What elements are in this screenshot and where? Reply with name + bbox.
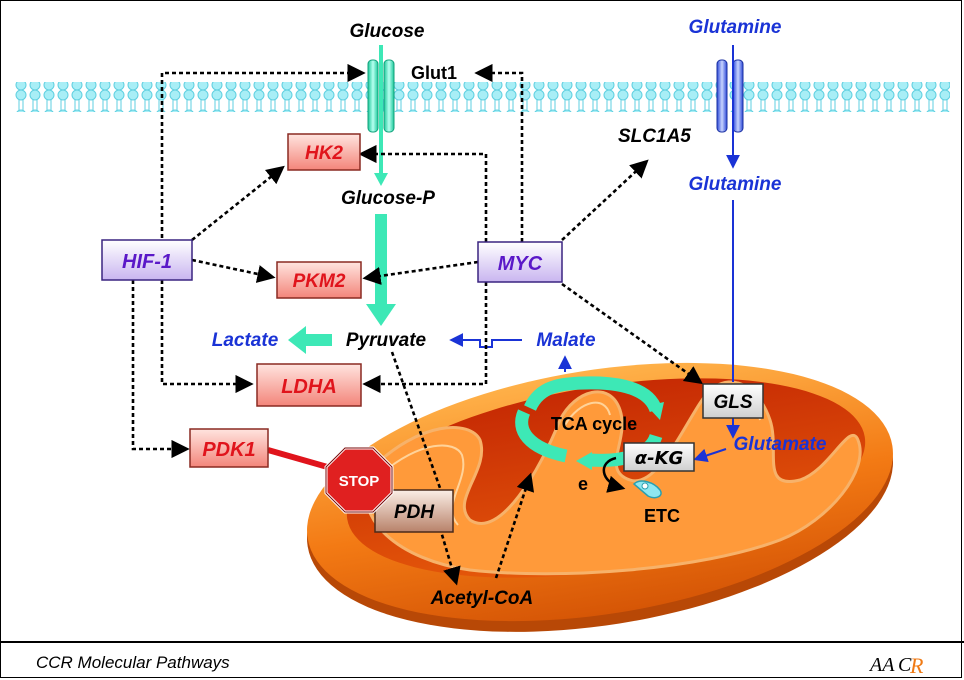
glutamine-mid-label: Glutamine — [689, 174, 782, 195]
ldha-text: LDHA — [281, 376, 337, 398]
electron-arrow — [602, 456, 626, 493]
plasma-membrane — [14, 82, 950, 112]
glut1-channel — [367, 59, 395, 133]
alpha-kg-text: α-KG — [635, 448, 684, 469]
stop-text: STOP — [339, 473, 380, 490]
tca-cycle-arrows — [515, 376, 664, 470]
etc-icon — [632, 480, 662, 499]
hk2-text: HK2 — [305, 143, 343, 164]
journal-caption: CCR Molecular Pathways — [36, 653, 230, 672]
pdk1-box — [189, 428, 269, 468]
glucose-label: Glucose — [350, 21, 425, 42]
hif1-box — [101, 239, 193, 281]
myc-text: MYC — [498, 253, 543, 275]
lactate-label: Lactate — [212, 330, 279, 351]
stop-sign — [324, 446, 394, 514]
myc-box — [477, 241, 563, 283]
pkm2-text: PKM2 — [293, 271, 346, 292]
electron-label: e — [578, 474, 588, 494]
pdk1-text: PDK1 — [202, 439, 255, 461]
alpha-kg-box — [623, 442, 695, 472]
glucose-p-label: Glucose-P — [341, 188, 435, 209]
ldha-box — [256, 363, 362, 407]
svg-text:R: R — [909, 653, 924, 678]
tca-cycle-label: TCA cycle — [551, 414, 637, 434]
gls-text: GLS — [713, 392, 752, 413]
slc1a5-label: SLC1A5 — [618, 126, 691, 147]
gls-box — [702, 383, 764, 419]
glut1-label: Glut1 — [411, 63, 457, 83]
glutamate-label: Glutamate — [734, 434, 827, 455]
pkm2-box — [276, 261, 362, 299]
pyruvate-label: Pyruvate — [346, 330, 427, 351]
acetyl-coa-label: Acetyl-CoA — [430, 588, 533, 609]
hk2-box — [287, 133, 361, 171]
regulatory-arrows — [131, 63, 703, 586]
slc1a5-channel — [716, 59, 744, 133]
aacr-logo: AA C R — [868, 653, 924, 678]
etc-label: ETC — [644, 506, 680, 526]
pdh-text: PDH — [394, 502, 435, 523]
footer-bar: CCR Molecular Pathways AA C R — [0, 641, 964, 680]
malate-label: Malate — [536, 330, 596, 351]
svg-text:AA: AA — [868, 654, 895, 676]
hif1-text: HIF-1 — [122, 251, 172, 273]
glutamine-top-label: Glutamine — [689, 17, 782, 38]
svg-text:C: C — [898, 654, 912, 676]
